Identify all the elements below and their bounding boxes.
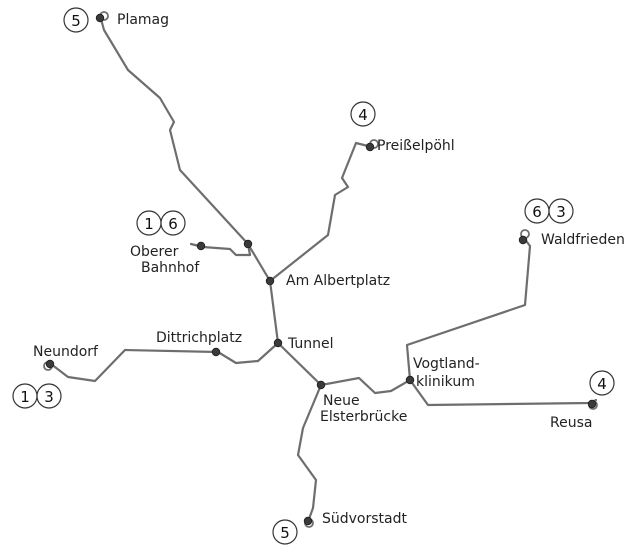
badge-reusa[interactable]: 4 bbox=[589, 370, 615, 396]
badge-waldfrieden-line-b: 3 bbox=[556, 203, 566, 221]
stops bbox=[45, 13, 597, 526]
badge-suedvorstadt-line: 5 bbox=[280, 524, 290, 542]
badge-waldfrieden[interactable]: 6 3 bbox=[524, 198, 574, 224]
badge-neundorf-line-b: 3 bbox=[44, 388, 54, 406]
stop-junction-oberer-bahnhof[interactable] bbox=[243, 239, 253, 249]
track-tunnel-neue-elsterbruecke bbox=[276, 341, 323, 387]
stop-tunnel[interactable] bbox=[273, 338, 283, 348]
label-oberer-bahnhof-line1: Oberer bbox=[130, 244, 179, 260]
stop-neue-elsterbruecke[interactable] bbox=[316, 380, 326, 390]
stop-preisselpoehl[interactable] bbox=[365, 142, 375, 152]
terminal-loops bbox=[43, 11, 598, 528]
station-labels: Plamag Preißelpöhl Oberer Bahnhof Waldfr… bbox=[33, 12, 625, 527]
label-oberer-bahnhof-line2: Bahnhof bbox=[141, 260, 200, 276]
badge-preisselpoehl-line: 4 bbox=[358, 106, 368, 124]
badge-neundorf-line-a: 1 bbox=[20, 388, 30, 406]
stop-oberer-bahnhof[interactable] bbox=[196, 241, 206, 251]
label-plamag: Plamag bbox=[117, 12, 169, 28]
badge-plamag[interactable]: 5 bbox=[63, 7, 89, 33]
label-am-albertplatz: Am Albertplatz bbox=[286, 273, 390, 289]
label-reusa: Reusa bbox=[550, 415, 592, 431]
badge-reusa-line: 4 bbox=[597, 375, 607, 393]
badge-suedvorstadt[interactable]: 5 bbox=[272, 519, 298, 545]
track-neundorf-tunnel bbox=[49, 341, 280, 383]
badge-oberer-bahnhof[interactable]: 1 6 bbox=[136, 210, 186, 236]
track-neue-elsterbruecke-suedvorstadt bbox=[296, 383, 323, 521]
label-waldfrieden: Waldfrieden bbox=[541, 232, 625, 248]
label-neue-elsterbruecke-line1: Neue bbox=[323, 393, 360, 409]
stop-vogtlandklinikum[interactable] bbox=[405, 375, 415, 385]
stop-reusa[interactable] bbox=[587, 399, 597, 409]
label-preisselpoehl: Preißelpöhl bbox=[377, 138, 455, 154]
label-dittrichplatz: Dittrichplatz bbox=[156, 330, 242, 346]
line-badges: 5 4 1 6 6 3 1 3 4 bbox=[12, 7, 615, 545]
stop-suedvorstadt[interactable] bbox=[303, 516, 313, 526]
label-vogtlandklinikum-line1: Vogtland- bbox=[413, 356, 480, 372]
badge-oberer-bahnhof-line-b: 6 bbox=[168, 215, 178, 233]
badge-preisselpoehl[interactable]: 4 bbox=[350, 101, 376, 127]
label-tunnel: Tunnel bbox=[287, 336, 334, 352]
track-preisselpoehl-albertplatz bbox=[268, 141, 374, 283]
stop-am-albertplatz[interactable] bbox=[265, 276, 275, 286]
label-neundorf: Neundorf bbox=[33, 344, 99, 360]
label-vogtlandklinikum-line2: klinikum bbox=[416, 374, 475, 390]
label-suedvorstadt: Südvorstadt bbox=[322, 511, 408, 527]
badge-waldfrieden-line-a: 6 bbox=[532, 203, 542, 221]
label-neue-elsterbruecke-line2: Elsterbrücke bbox=[320, 409, 407, 425]
tracks bbox=[49, 17, 598, 521]
stop-waldfrieden[interactable] bbox=[518, 235, 528, 245]
badge-oberer-bahnhof-line-a: 1 bbox=[144, 215, 154, 233]
track-vogtlandklinikum-waldfrieden bbox=[405, 236, 532, 382]
stop-plamag[interactable] bbox=[95, 13, 105, 23]
badge-neundorf[interactable]: 1 3 bbox=[12, 383, 62, 409]
track-neue-elsterbruecke-vogtlandklinikum bbox=[319, 376, 412, 395]
stop-dittrichplatz[interactable] bbox=[211, 347, 221, 357]
track-albertplatz-tunnel bbox=[268, 279, 280, 345]
track-plamag-albertplatz bbox=[99, 17, 272, 283]
stop-neundorf[interactable] bbox=[45, 359, 55, 369]
badge-plamag-line: 5 bbox=[71, 12, 81, 30]
